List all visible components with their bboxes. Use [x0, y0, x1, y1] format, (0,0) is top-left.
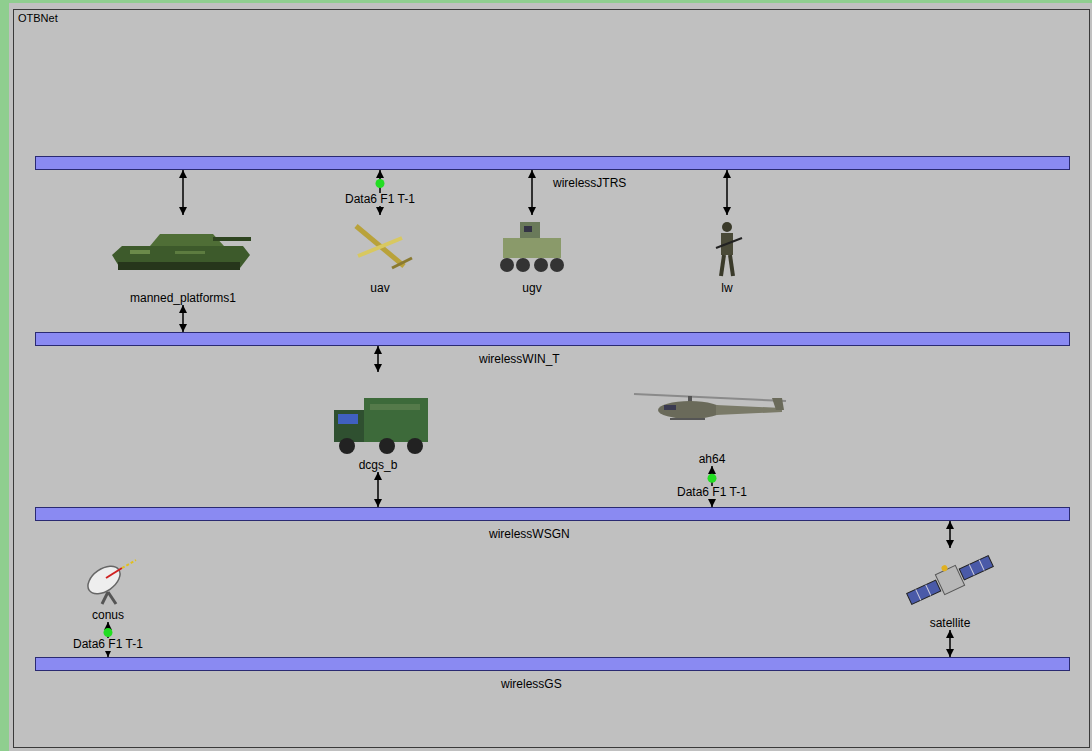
network-bar: wirelessGS	[35, 657, 1070, 671]
edge-label: Data6 F1 T-1	[71, 638, 145, 651]
truck-icon	[407, 438, 423, 454]
probe-dot	[104, 628, 113, 637]
dish-icon	[83, 561, 125, 600]
helicopter-icon	[772, 398, 784, 410]
uav-icon	[392, 258, 412, 268]
node-label: dcgs_b	[359, 458, 398, 472]
link-arrow	[377, 346, 379, 372]
uav-icon	[356, 226, 412, 268]
bar-label: wirelessGS	[501, 677, 562, 691]
dish-icon	[122, 560, 136, 568]
helicopter-icon	[664, 405, 676, 410]
network-bar: wirelessWSGN	[35, 507, 1070, 521]
link-arrow	[377, 472, 379, 507]
uav-icon	[358, 238, 402, 256]
soldier-icon	[730, 255, 733, 276]
network-node: uav	[340, 215, 420, 295]
dish-icon	[83, 560, 136, 604]
network-bar: wirelessWIN_T	[35, 332, 1070, 346]
ugv-icon	[524, 226, 532, 232]
satellite-icon	[926, 585, 931, 596]
soldier-icon	[716, 238, 742, 248]
ugv-icon	[550, 258, 564, 272]
satellite-icon	[902, 546, 995, 609]
tank-icon	[213, 237, 251, 241]
helicopter-icon	[716, 405, 782, 415]
satellite-icon	[907, 580, 941, 604]
edge-label: Data6 F1 T-1	[343, 193, 417, 206]
tank-icon	[150, 234, 224, 246]
ugv-icon	[500, 222, 564, 272]
bar-label: wirelessWSGN	[489, 527, 570, 541]
tank-icon	[175, 251, 205, 254]
tank-icon	[112, 234, 251, 270]
network-node: dcgs_b	[328, 372, 428, 472]
node-label: lw	[721, 281, 732, 295]
satellite-icon	[916, 589, 921, 600]
truck-icon	[334, 398, 428, 454]
probe-dot	[376, 179, 385, 188]
network-node: ugv	[492, 215, 572, 295]
node-label: uav	[370, 281, 389, 295]
window-title: OTBNet	[18, 12, 58, 24]
dish-icon	[108, 592, 116, 604]
bar-label: wirelessWIN_T	[479, 352, 560, 366]
truck-icon	[339, 438, 355, 454]
network-node: satellite	[900, 548, 1000, 630]
window-edge	[0, 0, 9, 751]
tank-icon	[118, 262, 240, 270]
network-node: manned_platforms1	[85, 215, 281, 305]
link-arrow	[531, 170, 533, 215]
soldier-icon	[721, 255, 724, 276]
link-arrow	[726, 170, 728, 215]
soldier-icon	[716, 222, 742, 276]
ugv-icon	[534, 258, 548, 272]
link-arrow	[182, 170, 184, 215]
helicopter-icon	[658, 401, 722, 419]
dish-icon	[106, 568, 122, 578]
probe-dot	[708, 474, 717, 483]
truck-icon	[334, 410, 364, 442]
tank-icon	[130, 250, 150, 254]
ugv-icon	[500, 258, 514, 272]
satellite-icon	[941, 564, 949, 572]
node-label: conus	[92, 608, 124, 622]
network-node: lw	[700, 215, 754, 295]
helicopter-icon	[670, 418, 705, 420]
link-arrow	[949, 630, 951, 657]
link-arrow	[182, 305, 184, 332]
truck-icon	[338, 414, 358, 424]
network-node: ah64	[630, 378, 794, 466]
satellite-icon	[969, 564, 974, 575]
ugv-icon	[516, 258, 530, 272]
helicopter-icon	[634, 394, 786, 419]
node-label: manned_platforms1	[130, 291, 236, 305]
soldier-icon	[722, 222, 732, 232]
window-frame	[13, 9, 1090, 748]
truck-icon	[370, 404, 420, 410]
truck-icon	[379, 438, 395, 454]
link-arrow	[949, 521, 951, 548]
satellite-icon	[959, 556, 993, 580]
node-label: satellite	[930, 616, 971, 630]
node-label: ah64	[699, 452, 726, 466]
truck-icon	[364, 398, 428, 442]
ugv-icon	[503, 238, 561, 258]
satellite-icon	[979, 560, 984, 571]
window-edge	[0, 0, 1092, 3]
node-label: ugv	[522, 281, 541, 295]
ugv-icon	[520, 222, 540, 238]
edge-label: Data6 F1 T-1	[675, 486, 749, 499]
helicopter-icon	[634, 394, 786, 401]
network-node: conus	[80, 560, 136, 622]
uav-icon	[356, 226, 404, 266]
dish-icon	[102, 592, 108, 604]
network-bar: wirelessJTRS	[35, 156, 1070, 170]
bar-label: wirelessJTRS	[553, 176, 626, 190]
